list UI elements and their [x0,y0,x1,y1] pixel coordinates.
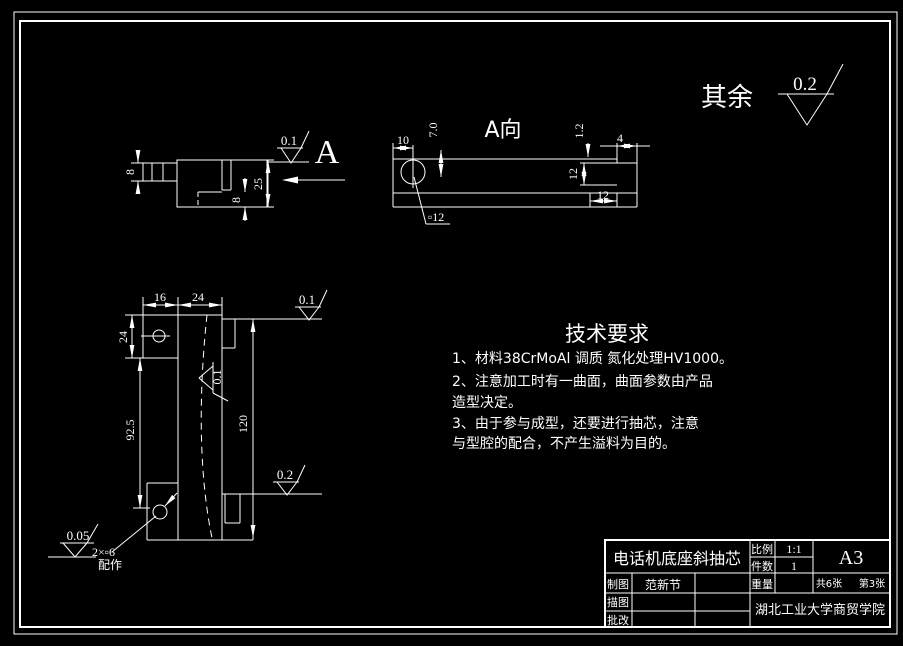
holes-fit-note: 配作 [98,558,122,572]
view-direction-arrow-icon [282,176,298,184]
sheet-size: A3 [839,547,863,569]
tech-req-line-1: 1、材料38CrMoAl 调质 氮化处理HV1000。 [452,351,733,367]
dim-pin-height: 8 [123,169,137,175]
part-name: 电话机底座斜抽芯 [613,549,741,568]
front-view: 16 24 24 92.5 120 0.1 0.2 0.05 0.1 2×▫6 … [48,289,328,572]
side-view-linework [131,130,345,221]
dim-width-1: 16 [154,290,166,304]
dim-hole-y: 7.0 [426,123,440,138]
sheets-total: 共6张 [816,578,842,590]
roughness-symbol-icon [778,63,844,126]
title-block-grid [604,539,891,628]
side-view-roughness: 0.1 [281,133,297,148]
dim-width-2: 24 [192,290,204,304]
traced-label: 描图 [607,595,629,609]
sheet-border [13,11,898,635]
dim-step-height: 8 [229,197,243,203]
roughness-curve: 0.1 [210,370,224,385]
general-note-value: 0.2 [793,74,817,95]
general-roughness-note: 其余 0.2 [701,63,844,126]
scale-label: 比例 [751,542,773,556]
revised-label: 批改 [607,613,629,627]
title-block: 电话机底座斜抽芯 比例 1:1 件数 1 A3 制图 范新节 重量 共6张 第3… [604,539,891,628]
tech-req-line-4: 3、由于参与成型，还要进行抽芯，注意 [452,415,699,432]
drawn-by: 范新节 [645,577,681,592]
dim-step-width: 4 [617,131,623,145]
technical-requirements: 技术要求 1、材料38CrMoAl 调质 氮化处理HV1000。 2、注意加工时… [452,322,733,452]
roughness-bottom: 0.2 [277,467,293,482]
dim-height-2: 92.5 [123,420,137,441]
view-label-a: A [315,134,340,171]
tech-req-title: 技术要求 [565,322,649,346]
a-view-title: A向 [484,118,521,143]
weight-label: 重量 [751,577,773,591]
dim-body-height: 25 [251,178,265,190]
quantity-value: 1 [791,559,797,573]
tech-req-line-2: 2、注意加工时有一曲面，曲面参数由产品 [452,373,713,390]
general-note-label: 其余 [701,83,753,113]
dim-hole-x: 10 [397,133,409,147]
side-view: 8 25 8 0.1 A [123,130,345,221]
front-view-linework [48,289,328,558]
drawn-label: 制图 [607,578,629,591]
dim-edge: 1.2 [572,124,586,139]
dim-bottom-width: 12 [597,188,609,202]
dim-right-height: 12 [566,168,580,180]
dim-height-1: 24 [116,331,130,343]
a-view-linework [392,143,650,225]
sheet-number: 第3张 [859,577,885,590]
holes-count-label: 2×▫6 [92,545,115,559]
tech-req-line-3: 造型决定。 [452,395,522,411]
hole-diameter-label: ▫12 [428,210,444,224]
tech-req-line-5: 与型腔的配合，不产生溢料为目的。 [452,436,676,452]
roughness-holes: 0.05 [67,528,90,543]
roughness-top: 0.1 [299,292,315,307]
quantity-label: 件数 [751,560,773,573]
a-view: A向 [392,118,650,225]
dim-total-height: 120 [236,415,250,433]
organization: 湖北工业大学商贸学院 [755,602,885,618]
scale-value: 1:1 [786,542,801,556]
